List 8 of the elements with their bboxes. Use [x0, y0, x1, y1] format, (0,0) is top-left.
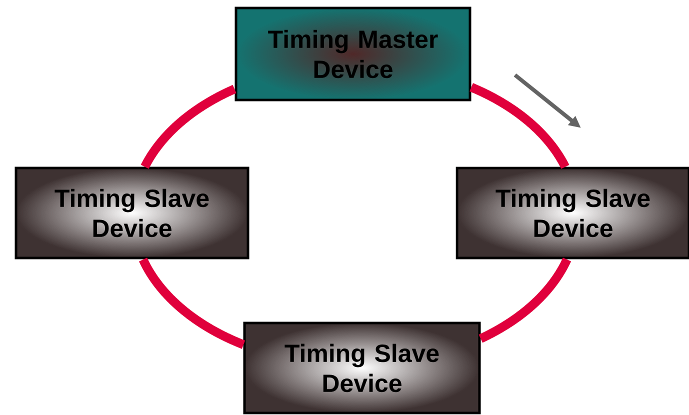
- ring-line: [138, 256, 248, 349]
- ring-line: [476, 256, 572, 343]
- device-box: Timing Slave Device: [456, 166, 689, 260]
- device-box: Timing Slave Device: [14, 166, 250, 260]
- device-box: Timing Master Device: [234, 6, 472, 102]
- device-box: Timing Slave Device: [243, 322, 481, 414]
- ring-line: [140, 84, 238, 171]
- ring-line: [468, 83, 570, 171]
